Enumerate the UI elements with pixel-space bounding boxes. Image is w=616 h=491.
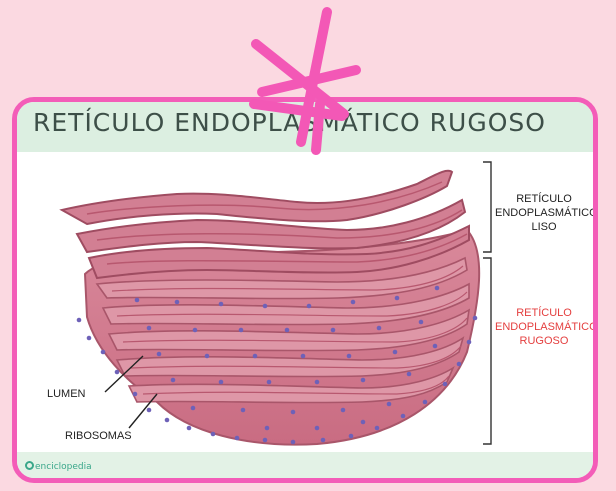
pink-asterisk-sticker-icon xyxy=(0,0,616,491)
